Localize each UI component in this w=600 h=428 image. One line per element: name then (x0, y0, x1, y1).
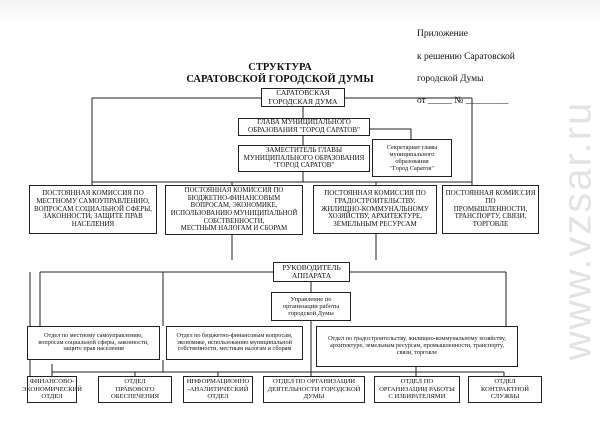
commission-4-text: ПОСТОЯННАЯ КОМИССИЯ ПО ПРОМЫШЛЕННОСТИ, Т… (445, 188, 536, 229)
box-secretariat: Секретариат главы муниципального образов… (372, 139, 452, 177)
title-line-1: СТРУКТУРА (248, 62, 312, 73)
attachment-line-2: к решению Саратовской (417, 51, 515, 62)
bottom-dept-1-text: ФИНАНСОВО- ЭКОНОМИЧЕСКИЙ ОТДЕЛ (21, 378, 83, 401)
box-commission-self-government: ПОСТОЯННАЯ КОМИССИЯ ПО МЕСТНОМУ САМОУПРА… (29, 185, 157, 234)
bottom-dept-5-text: ОТДЕЛ ПО ОРГАНИЗАЦИИ РАБОТЫ С ИЗБИРАТЕЛЯ… (379, 378, 455, 401)
title-line-2: САРАТОВСКОЙ ГОРОДСКОЙ ДУМЫ (186, 74, 374, 86)
box-duma-organization-department: Управление по организации работы городск… (271, 292, 351, 321)
mid-dept-3-text: Отдел по градостроительству, жилищно-ком… (328, 335, 506, 356)
bottom-dept-4-text: ОТДЕЛ ПО ОРГАНИЗАЦИИ ДЕЯТЕЛЬНОСТИ ГОРОДС… (267, 378, 361, 401)
box-dept-voters: ОТДЕЛ ПО ОРГАНИЗАЦИИ РАБОТЫ С ИЗБИРАТЕЛЯ… (374, 376, 460, 403)
box-dept-urban-planning: Отдел по градостроительству, жилищно-ком… (316, 326, 518, 367)
attachment-header: Приложение к решению Саратовской городск… (417, 18, 515, 119)
box-commission-budget: ПОСТОЯННАЯ КОМИССИЯ ПО БЮДЖЕТНО-ФИНАНСОВ… (165, 185, 303, 235)
box-manager-text: РУКОВОДИТЕЛЬ АППАРАТА (282, 262, 341, 280)
document-title: СТРУКТУРА САРАТОВСКОЙ ГОРОДСКОЙ ДУМЫ (170, 62, 390, 86)
box-org-dept-text: Управление по организации работы городск… (282, 295, 340, 318)
mid-dept-1-text: Отдел по местному самоуправлению, вопрос… (38, 331, 149, 353)
box-commission-urban-planning: ПОСТОЯННАЯ КОМИССИЯ ПО ГРАДОСТРОИТЕЛЬСТВ… (313, 185, 437, 234)
box-deputy-text: ЗАМЕСТИТЕЛЬ ГЛАВЫ МУНИЦИПАЛЬНОГО ОБРАЗОВ… (243, 145, 365, 170)
bottom-dept-2-text: ОТДЕЛ ПРАВОВОГО ОБЕСПЕЧЕНИЯ (111, 378, 159, 401)
commission-2-text: ПОСТОЯННАЯ КОМИССИЯ ПО БЮДЖЕТНО-ФИНАНСОВ… (170, 187, 298, 233)
connector-bottom-drops (51, 364, 505, 376)
box-head-of-municipality: ГЛАВА МУНИЦИПАЛЬНОГО ОБРАЗОВАНИЯ "ГОРОД … (238, 118, 370, 136)
box-deputy-head: ЗАМЕСТИТЕЛЬ ГЛАВЫ МУНИЦИПАЛЬНОГО ОБРАЗОВ… (238, 145, 370, 172)
bottom-dept-6-text: ОТДЕЛ КОНТРАКТНОЙ СЛУЖБЫ (480, 378, 530, 401)
commission-1-text: ПОСТОЯННАЯ КОМИССИЯ ПО МЕСТНОМУ САМОУПРА… (33, 188, 153, 229)
box-head-text: ГЛАВА МУНИЦИПАЛЬНОГО ОБРАЗОВАНИЯ "ГОРОД … (248, 118, 360, 134)
box-city-duma: САРАТОВСКАЯ ГОРОДСКАЯ ДУМА (261, 88, 345, 107)
box-dept-legal: ОТДЕЛ ПРАВОВОГО ОБЕСПЕЧЕНИЯ (98, 376, 172, 403)
box-commission-industry: ПОСТОЯННАЯ КОМИССИЯ ПО ПРОМЫШЛЕННОСТИ, Т… (442, 185, 539, 234)
attachment-line-3: городской Думы (417, 74, 484, 85)
attachment-line-4: от _____ № _________ (417, 96, 509, 107)
commission-3-text: ПОСТОЯННАЯ КОМИССИЯ ПО ГРАДОСТРОИТЕЛЬСТВ… (321, 188, 429, 229)
bottom-dept-3-text: ИНФОРМАЦИОННО -АНАЛИТИЧЕСКИЙ ОТДЕЛ (186, 378, 250, 401)
box-apparatus-manager: РУКОВОДИТЕЛЬ АППАРАТА (273, 262, 350, 282)
connector-mid-bus (162, 321, 417, 372)
attachment-line-1: Приложение (417, 29, 468, 40)
connector-head-secretariat (370, 128, 412, 139)
box-dept-information-analytics: ИНФОРМАЦИОННО -АНАЛИТИЧЕСКИЙ ОТДЕЛ (183, 376, 253, 403)
mid-dept-2-text: Отдел по бюджетно-финансовым вопросам, э… (176, 331, 293, 353)
box-dept-contract-service: ОТДЕЛ КОНТРАКТНОЙ СЛУЖБЫ (468, 376, 542, 403)
box-secretariat-text: Секретариат главы муниципального образов… (386, 143, 438, 173)
box-city-duma-text: САРАТОВСКАЯ ГОРОДСКАЯ ДУМА (268, 88, 338, 106)
box-dept-finance-economics: ФИНАНСОВО- ЭКОНОМИЧЕСКИЙ ОТДЕЛ (22, 376, 82, 403)
connector-commission-drops (91, 182, 473, 185)
box-dept-self-government: Отдел по местному самоуправлению, вопрос… (27, 326, 160, 360)
box-dept-budget: Отдел по бюджетно-финансовым вопросам, э… (166, 326, 303, 360)
box-dept-duma-activity: ОТДЕЛ ПО ОРГАНИЗАЦИИ ДЕЯТЕЛЬНОСТИ ГОРОДС… (263, 376, 365, 403)
connector-commission-down (231, 234, 377, 260)
